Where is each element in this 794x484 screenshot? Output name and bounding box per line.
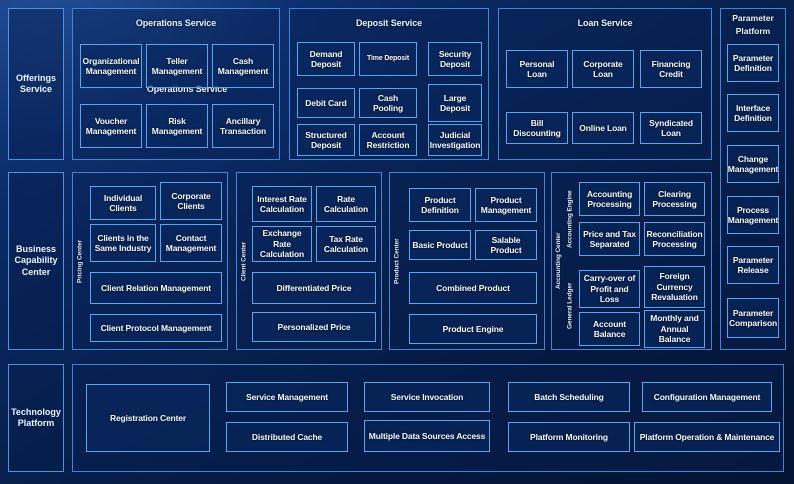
capability-product-definition[interactable]: Product Definition — [409, 188, 471, 222]
capability-clients-same-industry[interactable]: Clients in the Same Industry — [90, 224, 156, 262]
rail-offerings-service[interactable]: Offerings Service — [8, 8, 64, 160]
capability-product-engine[interactable]: Product Engine — [409, 314, 537, 344]
capability-batch-scheduling[interactable]: Batch Scheduling — [508, 382, 630, 412]
group-vlabel-accounting-engine: Accounting Engine — [566, 190, 574, 248]
capability-bill-discounting[interactable]: Bill Discounting — [506, 112, 568, 144]
capability-judicial-investigation[interactable]: Judicial Investigation — [428, 124, 482, 156]
rail-head-line1: Parameter — [732, 13, 774, 23]
capability-monthly-and-annual-balance[interactable]: Monthly and Annual Balance — [644, 310, 705, 348]
group-vlabel-accounting-center: Accounting Center — [555, 232, 562, 290]
capability-foreign-currency-revaluation[interactable]: Foreign Currency Revaluation — [644, 266, 705, 308]
capability-cash-pooling[interactable]: Cash Pooling — [359, 88, 417, 118]
capability-tax-rate-calculation[interactable]: Tax Rate Calculation — [316, 226, 376, 262]
capability-parameter-release[interactable]: Parameter Release — [727, 246, 779, 284]
group-vlabel-general-ledger: General Ledger — [566, 282, 574, 330]
capability-account-restriction[interactable]: Account Restriction — [359, 124, 417, 156]
capability-price-and-tax-separated[interactable]: Price and Tax Separated — [579, 222, 640, 256]
group-title-loan-service: Loan Service — [577, 18, 633, 28]
capability-voucher-management[interactable]: Voucher Management — [80, 104, 142, 148]
capability-risk-management[interactable]: Risk Management — [146, 104, 208, 148]
capability-interface-definition[interactable]: Interface Definition — [727, 94, 779, 132]
capability-demand-deposit[interactable]: Demand Deposit — [297, 42, 355, 76]
capability-financing-credit[interactable]: Financing Credit — [640, 50, 702, 88]
capability-contact-management[interactable]: Contact Management — [160, 224, 222, 262]
capability-corporate-loan[interactable]: Corporate Loan — [572, 50, 634, 88]
group-vlabel-client-center: Client Center — [240, 241, 248, 281]
capability-carry-over-profit-and-loss[interactable]: Carry-over of Profit and Loss — [579, 270, 640, 308]
capability-exchange-rate-calculation[interactable]: Exchange Rate Calculation — [252, 226, 312, 262]
capability-personalized-price[interactable]: Personalized Price — [252, 312, 376, 342]
capability-configuration-management[interactable]: Configuration Management — [642, 382, 772, 412]
group-title-deposit-service: Deposit Service — [355, 18, 423, 28]
capability-registration-center[interactable]: Registration Center — [86, 384, 210, 452]
capability-parameter-definition[interactable]: Parameter Definition — [727, 44, 779, 82]
capability-basic-product[interactable]: Basic Product — [409, 230, 471, 260]
capability-platform-monitoring[interactable]: Platform Monitoring — [508, 422, 630, 452]
rail-technology-platform[interactable]: Technology Platform — [8, 364, 64, 472]
capability-product-management[interactable]: Product Management — [475, 188, 537, 222]
capability-salable-product[interactable]: Salable Product — [475, 230, 537, 260]
capability-clearing-processing[interactable]: Clearing Processing — [644, 182, 705, 216]
capability-security-deposit[interactable]: Security Deposit — [428, 42, 482, 76]
capability-account-balance[interactable]: Account Balance — [579, 312, 640, 346]
capability-interest-rate-calculation[interactable]: Interest Rate Calculation — [252, 186, 312, 222]
capability-combined-product[interactable]: Combined Product — [409, 272, 537, 304]
capability-process-management[interactable]: Process Management — [727, 196, 779, 234]
group-title-operations-service: Operations Service — [135, 18, 217, 28]
group-vlabel-product-center: Product Center — [393, 238, 401, 284]
capability-service-invocation[interactable]: Service Invocation — [364, 382, 490, 412]
capability-change-management[interactable]: Change Management — [727, 145, 779, 183]
capability-multiple-data-sources-access[interactable]: Multiple Data Sources Access — [364, 420, 490, 452]
capability-ancillary-transaction[interactable]: Ancillary Transaction — [212, 104, 274, 148]
capability-rate-calculation[interactable]: Rate Calculation — [316, 186, 376, 222]
capability-online-loan[interactable]: Online Loan — [572, 112, 634, 144]
capability-large-deposit[interactable]: Large Deposit — [428, 84, 482, 122]
capability-service-management[interactable]: Service Management — [226, 382, 348, 412]
capability-time-deposit[interactable]: Time Deposit — [359, 42, 417, 76]
capability-distributed-cache[interactable]: Distributed Cache — [226, 422, 348, 452]
rail-head-parameter-platform: Parameter Platform — [720, 12, 786, 38]
capability-structured-deposit[interactable]: Structured Deposit — [297, 124, 355, 156]
rail-head-line2: Platform — [735, 25, 771, 36]
capability-parameter-comparison[interactable]: Parameter Comparison — [727, 298, 779, 338]
capability-client-protocol-management[interactable]: Client Protocol Management — [90, 314, 222, 342]
capability-teller-management[interactable]: Teller Management — [146, 44, 208, 88]
capability-client-relation-management[interactable]: Client Relation Management — [90, 272, 222, 304]
capability-reconciliation-processing[interactable]: Reconciliation Processing — [644, 222, 705, 256]
capability-syndicated-loan[interactable]: Syndicated Loan — [640, 112, 702, 144]
capability-personal-loan[interactable]: Personal Loan — [506, 50, 568, 88]
capability-accounting-processing[interactable]: Accounting Processing — [579, 182, 640, 216]
capability-corporate-clients[interactable]: Corporate Clients — [160, 182, 222, 220]
capability-organizational-management[interactable]: Organizational Management — [80, 44, 142, 88]
capability-individual-clients[interactable]: Individual Clients — [90, 186, 156, 220]
group-vlabel-pricing-center: Pricing Center — [76, 239, 84, 283]
capability-differentiated-price[interactable]: Differentiated Price — [252, 272, 376, 304]
capability-debit-card[interactable]: Debit Card — [297, 88, 355, 118]
capability-platform-operation-maintenance[interactable]: Platform Operation & Maintenance — [634, 422, 780, 452]
capability-cash-management[interactable]: Cash Management — [212, 44, 274, 88]
rail-business-capability-center[interactable]: Business Capability Center — [8, 172, 64, 350]
group-title-operations-service-duplicate: Operations Service — [146, 84, 228, 94]
